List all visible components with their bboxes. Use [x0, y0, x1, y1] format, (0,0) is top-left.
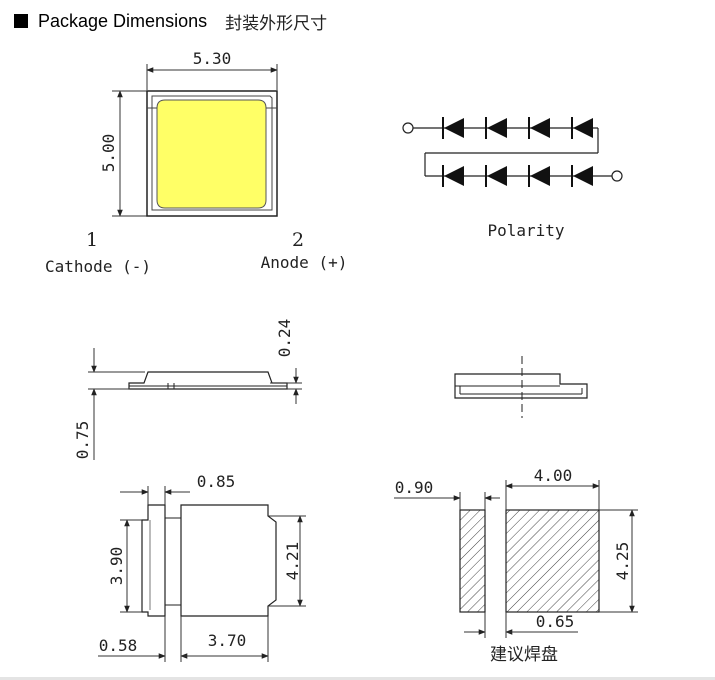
terminal-left — [402, 122, 414, 134]
pad-height-dim: 4.25 — [613, 542, 632, 581]
top-width-dim: 5.30 — [193, 49, 232, 68]
polarity-label: Polarity — [487, 221, 564, 240]
pad-layout: 0.90 4.00 4.25 0.65 建议焊盘 — [394, 466, 638, 665]
diode-symbol — [528, 117, 550, 139]
side-height-dim: 0.75 — [73, 421, 92, 460]
edge-dim: 0.58 — [99, 636, 138, 655]
side-view: 0.24 0.75 — [73, 319, 302, 460]
bottom-view: 0.85 3.90 4.21 0.58 3.70 — [98, 472, 306, 662]
side-top-dim: 0.24 — [275, 319, 294, 358]
page-divider — [0, 677, 715, 680]
pad-width-dim: 0.85 — [197, 472, 236, 491]
diode-symbol — [485, 165, 507, 187]
side-view-right — [454, 356, 588, 418]
pad-gap-dim: 0.65 — [536, 612, 575, 631]
section-subtitle: 封装外形尺寸 — [225, 13, 328, 34]
led-emitting-area — [156, 99, 267, 209]
anode-pad — [180, 504, 277, 617]
diode-symbol — [571, 165, 593, 187]
pin1-number: 1 — [86, 229, 98, 251]
terminal-right — [611, 170, 623, 182]
pin1-label: Cathode (-) — [45, 257, 151, 276]
section-title: Package Dimensions — [38, 10, 208, 31]
diode-symbol — [571, 117, 593, 139]
polarity-schematic: Polarity — [402, 117, 623, 240]
left-height-dim: 3.90 — [107, 547, 126, 586]
pad-right-width-dim: 4.00 — [534, 466, 573, 485]
diode-symbol — [442, 117, 464, 139]
section-header: Package Dimensions 封装外形尺寸 — [14, 8, 327, 34]
bullet-square-icon — [14, 14, 28, 28]
cathode-pad — [141, 504, 166, 617]
right-height-dim: 4.21 — [283, 542, 302, 581]
pad-left-width-dim: 0.90 — [395, 478, 434, 497]
diode-symbol — [442, 165, 464, 187]
body-width-dim: 3.70 — [208, 631, 247, 650]
left-solder-pad — [459, 509, 486, 613]
pin2-label: Anode (+) — [261, 253, 348, 272]
diode-symbol — [528, 165, 550, 187]
top-height-dim: 5.00 — [99, 134, 118, 173]
top-view: 5.30 5.00 1 Cathode (-) 2 Anode (+) — [45, 49, 347, 276]
pad-layout-caption: 建议焊盘 — [490, 645, 558, 665]
right-solder-pad — [505, 509, 600, 613]
pin2-number: 2 — [292, 229, 304, 251]
diode-symbol — [485, 117, 507, 139]
